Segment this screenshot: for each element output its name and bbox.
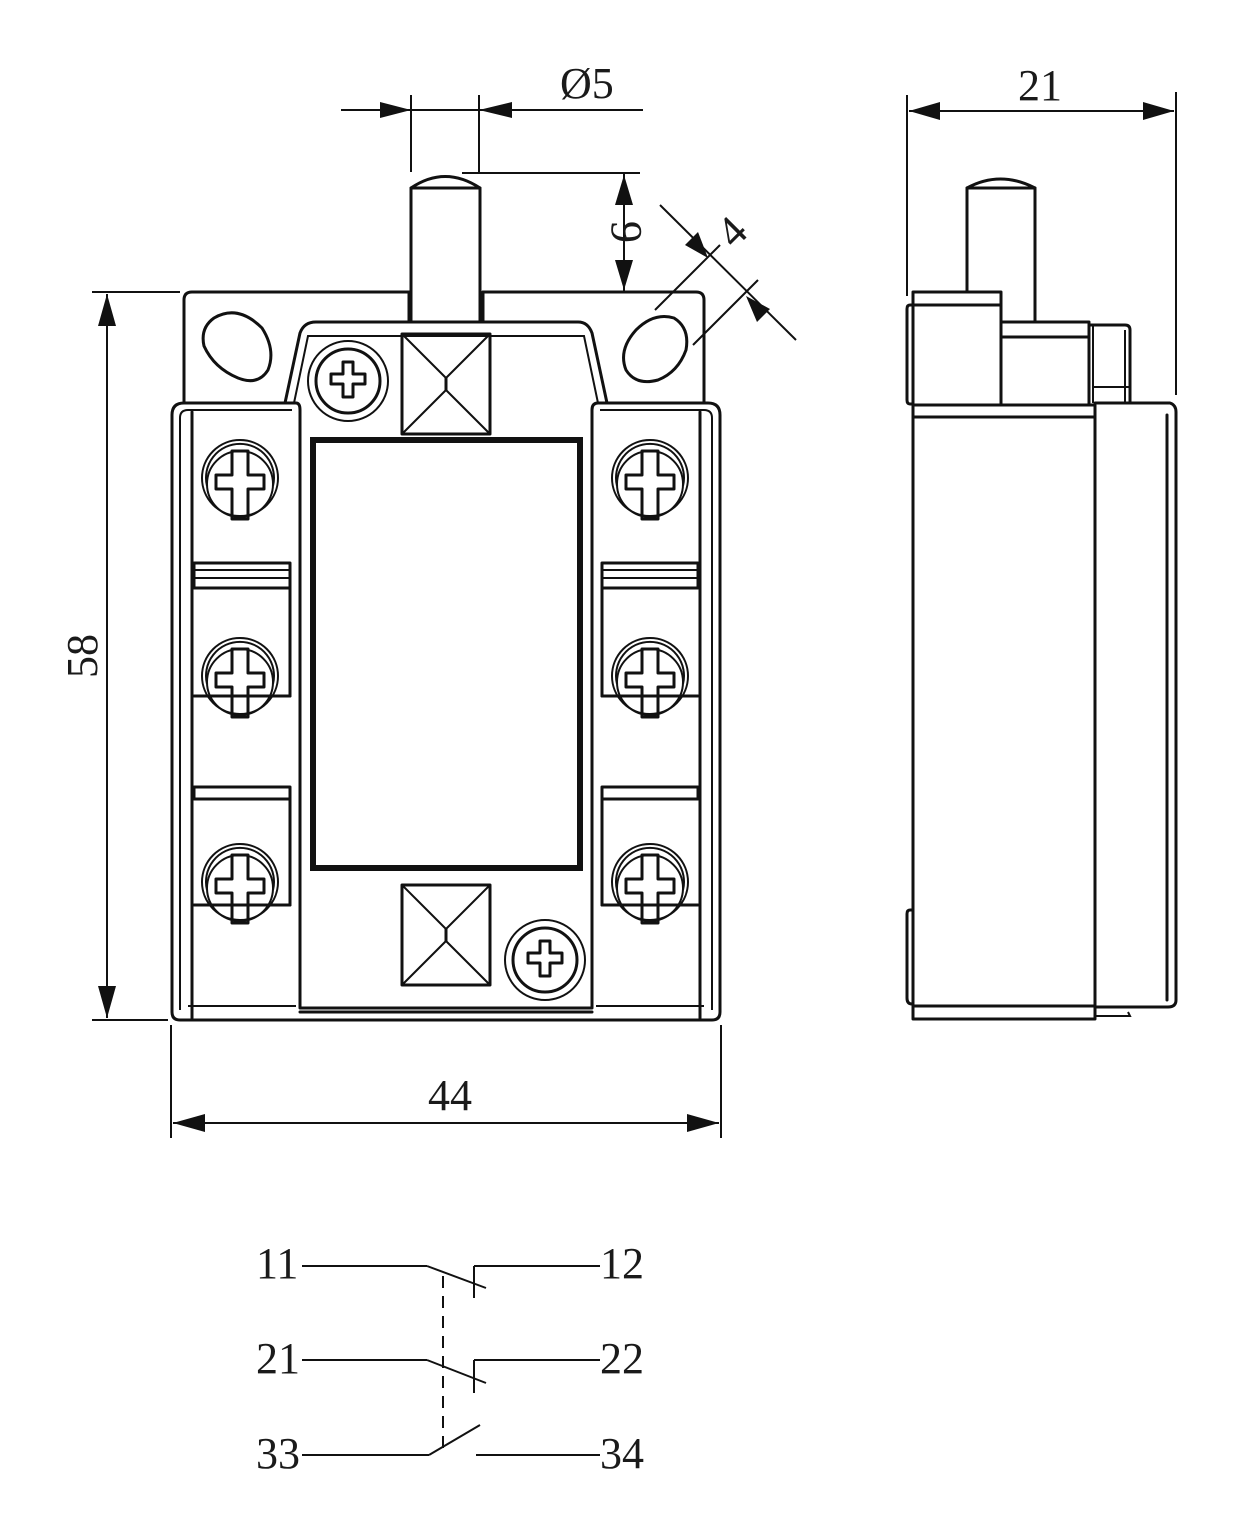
diameter-label: Ø5 [560, 59, 614, 108]
height-label: 58 [58, 634, 107, 678]
width-label: 44 [428, 1071, 472, 1120]
contact-no-33-34: 33 34 [256, 1424, 644, 1478]
contact-circuit: 11 12 21 22 33 34 [256, 1239, 644, 1478]
guide-block-top [400, 332, 492, 436]
mounting-hole-left [201, 311, 273, 383]
terminal-33: 33 [256, 1429, 300, 1478]
cover-screw-bottom [503, 918, 587, 1002]
plunger [407, 175, 485, 324]
terminal-bar-right [600, 561, 700, 907]
terminal-screw-22 [610, 636, 690, 719]
terminal-screw-11 [200, 438, 280, 521]
dimension-width: 44 [170, 1025, 722, 1138]
mounting-flange [182, 290, 706, 405]
mounting-hole-right [622, 315, 689, 384]
terminal-11: 11 [256, 1239, 298, 1288]
cover-screw-top [306, 339, 390, 423]
terminal-screw-34 [610, 842, 690, 925]
housing [170, 401, 722, 1022]
terminal-screw-21 [200, 636, 280, 719]
terminal-12: 12 [600, 1239, 644, 1288]
front-view [170, 175, 722, 1022]
terminal-34: 34 [600, 1429, 644, 1478]
dimension-corner: 4 [654, 204, 797, 346]
contact-window [310, 437, 583, 871]
corner-label: 4 [707, 207, 757, 257]
contact-nc-21-22: 21 22 [256, 1334, 644, 1393]
travel-label: 9 [602, 221, 651, 243]
dimension-depth: 21 [906, 61, 1177, 395]
terminal-22: 22 [600, 1334, 644, 1383]
dimension-height: 58 [58, 291, 180, 1021]
top-cap [283, 320, 609, 405]
side-view [905, 177, 1178, 1021]
terminal-21: 21 [256, 1334, 300, 1383]
terminal-screw-12 [610, 438, 690, 521]
contact-nc-11-12: 11 12 [256, 1239, 644, 1298]
dimension-travel: 9 [462, 172, 651, 292]
depth-label: 21 [1018, 61, 1062, 110]
dimension-diameter: Ø5 [341, 59, 643, 172]
terminal-screw-33 [200, 842, 280, 925]
guide-block-bottom [400, 883, 492, 987]
